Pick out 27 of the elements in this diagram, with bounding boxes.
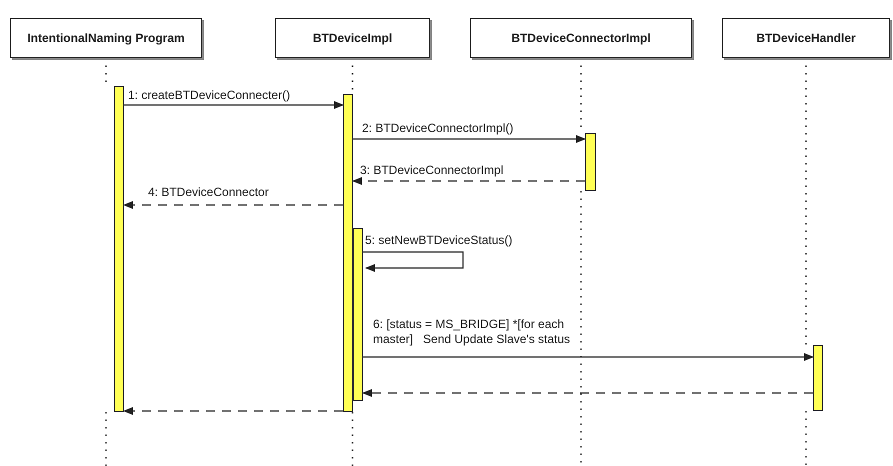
object-name: BTDeviceImpl: [312, 31, 392, 45]
object-name: BTDeviceConnectorImpl: [511, 31, 651, 45]
message-arrow: [353, 135, 586, 143]
activation-bar: [343, 94, 353, 412]
message-label: 6: [status = MS_BRIDGE] *[for each master] Send Update Slave's status: [373, 317, 572, 347]
activation-bar: [813, 345, 823, 411]
activation-bar: [353, 228, 363, 401]
message-arrow: [352, 177, 585, 185]
message-arrow: [363, 353, 814, 361]
lifeline-header: [275, 18, 430, 58]
message-arrow: [123, 407, 343, 415]
message-label: 5: setNewBTDeviceStatus(): [365, 233, 514, 248]
lifeline-header: [10, 18, 202, 58]
lifeline-header: [722, 18, 890, 58]
message-arrow: [123, 201, 343, 209]
message-arrow: [363, 251, 464, 272]
message-label: 4: BTDeviceConnector: [148, 185, 270, 200]
message-label: 2: BTDeviceConnectorImpl(): [362, 121, 514, 136]
lifeline-header: [470, 18, 692, 58]
message-label: 1: createBTDeviceConnecter(): [128, 88, 292, 103]
object-name: IntentionalNaming Program: [27, 31, 185, 45]
message-label: 3: BTDeviceConnectorImpl: [360, 163, 504, 178]
activation-bar: [114, 86, 124, 412]
object-name: BTDeviceHandler: [756, 31, 856, 45]
message-arrow: [124, 101, 344, 109]
message-arrow: [362, 389, 813, 397]
activation-bar: [585, 133, 596, 191]
